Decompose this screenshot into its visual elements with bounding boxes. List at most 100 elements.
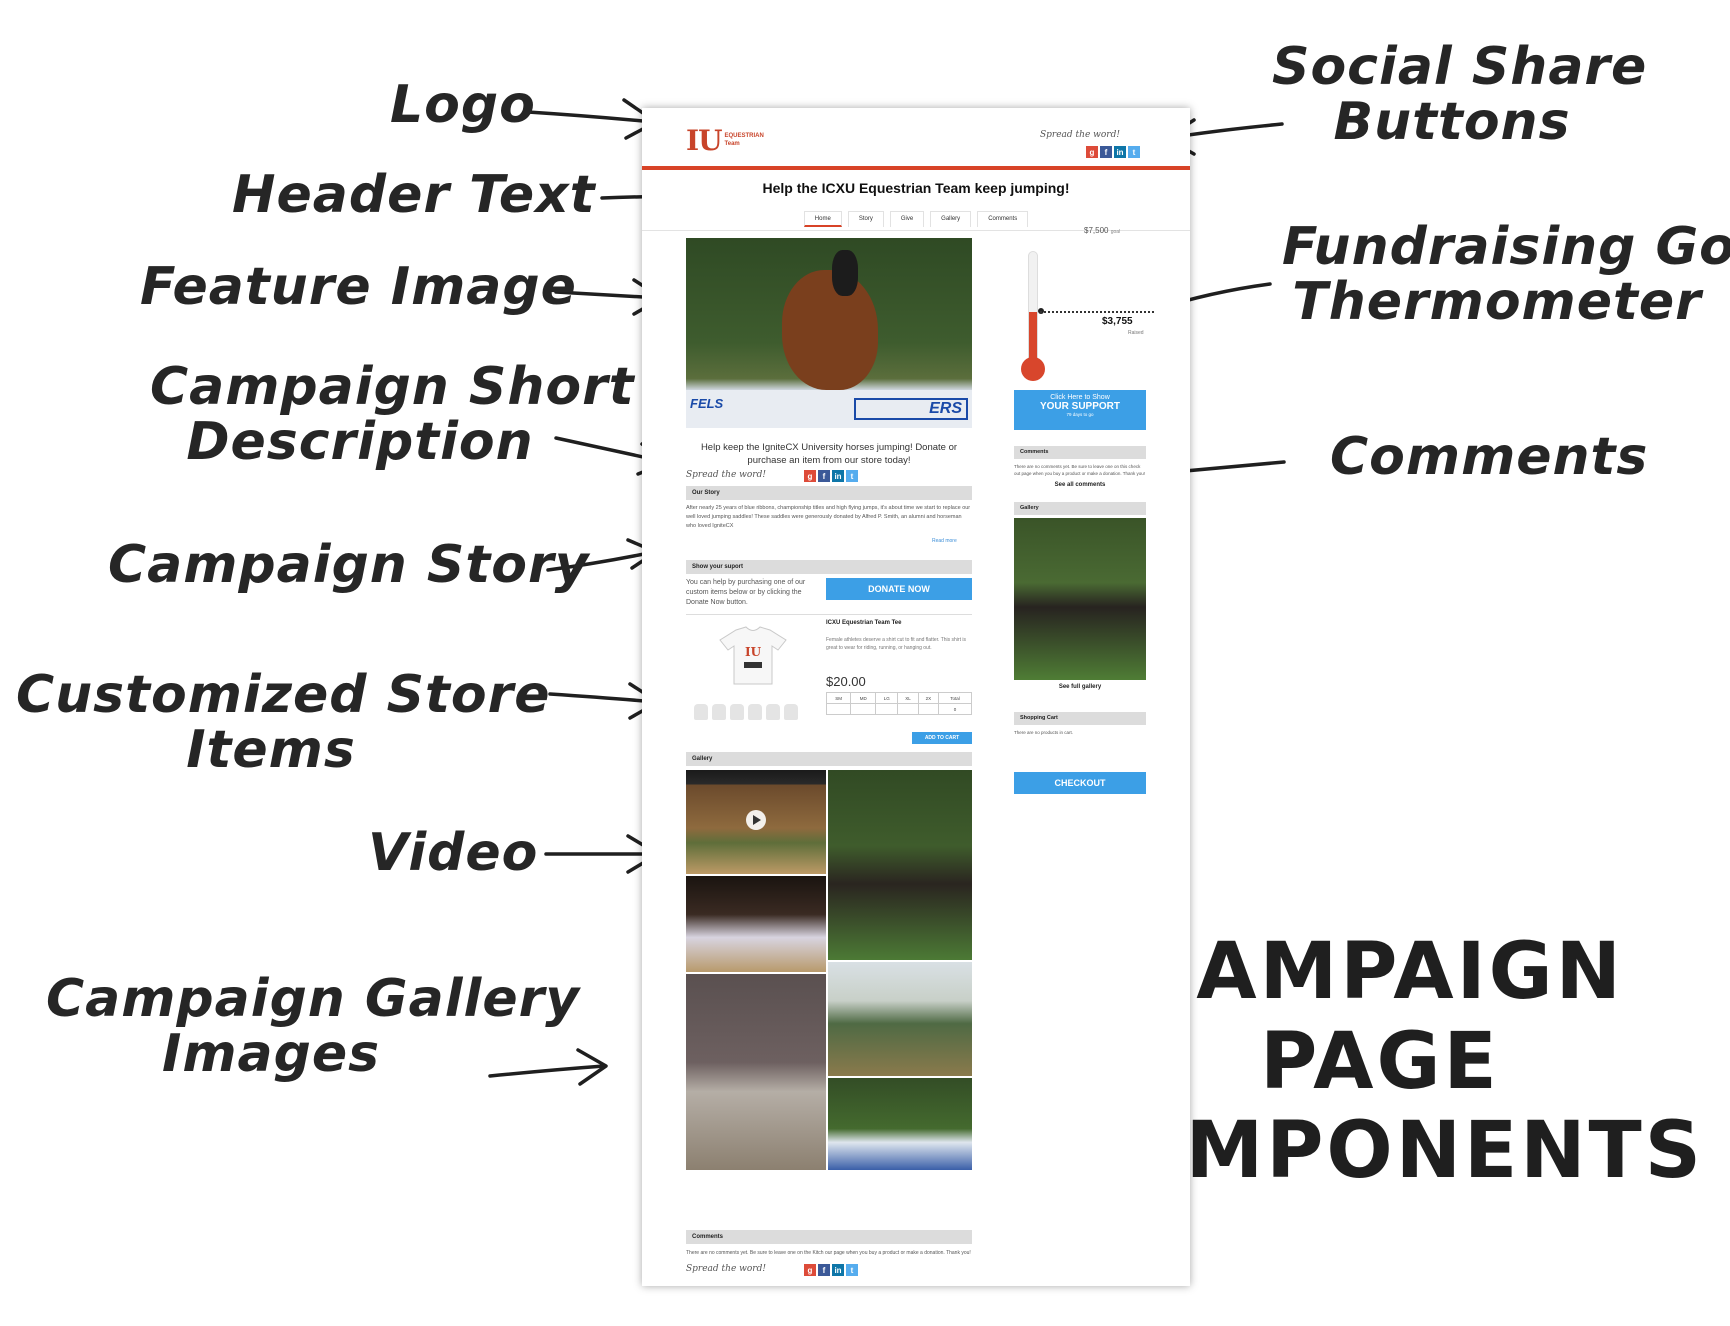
linkedin-icon[interactable]: in xyxy=(832,470,844,482)
google-plus-icon[interactable]: g xyxy=(1086,146,1098,158)
qty-input-sm[interactable] xyxy=(825,703,852,715)
annotation-store-items-line2: Items xyxy=(186,719,356,780)
goal-label: goal xyxy=(1110,229,1121,235)
footer-social-share: g f in t xyxy=(804,1264,858,1276)
show-support-line3: 79 days to go xyxy=(1066,412,1094,417)
header-accent-bar xyxy=(642,166,1190,170)
logo-mark: IU xyxy=(686,124,723,157)
annotation-goal-thermometer: Fundraising Goal Thermometer xyxy=(1282,220,1730,332)
tab-gallery[interactable]: Gallery xyxy=(930,211,972,227)
donate-now-button[interactable]: DONATE NOW xyxy=(826,578,972,600)
gallery-image[interactable] xyxy=(686,876,826,972)
arrow-logo xyxy=(526,98,658,140)
qty-input-md[interactable] xyxy=(850,703,877,715)
annotation-header-text: Header Text xyxy=(232,165,596,225)
qty-input-xl[interactable] xyxy=(897,703,919,715)
linkedin-icon[interactable]: in xyxy=(1114,146,1126,158)
see-full-gallery-link[interactable]: See full gallery xyxy=(1058,684,1102,690)
product-thumbnail[interactable] xyxy=(730,704,744,720)
twitter-icon[interactable]: t xyxy=(1128,146,1140,158)
size-label-lg: LG xyxy=(875,692,899,704)
product-shirt-text: IU xyxy=(745,645,762,659)
size-label-total: Total xyxy=(938,692,972,704)
size-table: SM MD LG XL 2X Total 0 xyxy=(825,692,972,715)
sidebar-gallery-header: Gallery xyxy=(1014,502,1146,515)
google-plus-icon[interactable]: g xyxy=(804,1264,816,1276)
comments-header: Comments xyxy=(686,1230,972,1244)
thermometer-bulb xyxy=(1021,357,1045,381)
tab-give[interactable]: Give xyxy=(889,211,925,227)
facebook-icon[interactable]: f xyxy=(818,470,830,482)
show-support-button[interactable]: Click Here to Show YOUR SUPPORT 79 days … xyxy=(1014,390,1146,430)
product-thumbnail[interactable] xyxy=(712,704,726,720)
arrow-gallery-images xyxy=(488,1048,608,1086)
gallery-image[interactable] xyxy=(686,974,826,1170)
show-support-line1: Click Here to Show xyxy=(1050,394,1110,401)
see-all-comments-link[interactable]: See all comments xyxy=(1054,482,1106,488)
annotation-social-share-line2: Buttons xyxy=(1333,91,1571,152)
footer-spread-the-word: Spread the word! xyxy=(686,1264,766,1274)
facebook-icon[interactable]: f xyxy=(818,1264,830,1276)
logo-subtitle-line1: EQUESTRIAN xyxy=(724,132,764,139)
nav-tabs: Home Story Give Gallery Comments xyxy=(642,211,1190,231)
annotation-gallery-images-line2: Images xyxy=(161,1023,381,1084)
gallery-image[interactable] xyxy=(828,770,972,960)
linkedin-icon[interactable]: in xyxy=(832,1264,844,1276)
support-header: Show your suport xyxy=(686,560,972,574)
annotation-store-items: Customized Store Items xyxy=(16,665,551,780)
gallery-image[interactable] xyxy=(828,962,972,1076)
logo-subtitle: EQUESTRIAN Team xyxy=(725,133,764,149)
feature-image: FELS ERS xyxy=(686,238,972,428)
header-social-share: g f in t xyxy=(1086,146,1140,158)
header-text: Help the ICXU Equestrian Team keep jumpi… xyxy=(762,180,1070,196)
product-thumbnail[interactable] xyxy=(766,704,780,720)
video-thumbnail[interactable] xyxy=(686,770,826,874)
product-thumbnail[interactable] xyxy=(748,704,762,720)
product-thumbnail[interactable] xyxy=(694,704,708,720)
sidebar-comments-header: Comments xyxy=(1014,446,1146,459)
tab-story[interactable]: Story xyxy=(847,211,884,227)
twitter-icon[interactable]: t xyxy=(846,1264,858,1276)
annotation-story: Campaign Story xyxy=(108,535,590,595)
annotation-store-items-line1: Customized Store xyxy=(16,665,551,725)
feature-fence xyxy=(686,390,972,428)
qty-input-2x[interactable] xyxy=(917,703,940,715)
logo-subtitle-line2: Team xyxy=(724,140,740,147)
qty-total: 0 xyxy=(938,703,972,715)
feature-rider xyxy=(832,250,858,296)
feature-sign-right: ERS xyxy=(854,398,968,420)
add-to-cart-button[interactable]: ADD TO CART xyxy=(912,732,972,744)
annotation-social-share: Social Share Buttons xyxy=(1272,37,1648,152)
annotation-social-share-line1: Social Share xyxy=(1272,37,1648,97)
tab-comments[interactable]: Comments xyxy=(977,211,1029,227)
play-icon[interactable] xyxy=(746,810,766,830)
size-label-xl: XL xyxy=(897,692,919,704)
annotation-short-description: Campaign Short Description xyxy=(150,360,634,469)
short-description: Help keep the IgniteCX University horses… xyxy=(700,442,958,467)
google-plus-icon[interactable]: g xyxy=(804,470,816,482)
body-spread-the-word: Spread the word! xyxy=(686,470,766,480)
annotation-goal-thermometer-line2: Thermometer xyxy=(1292,271,1702,332)
tab-home[interactable]: Home xyxy=(803,211,842,227)
sidebar-gallery-image[interactable] xyxy=(1014,518,1146,680)
logo[interactable]: IU EQUESTRIAN Team xyxy=(686,124,764,157)
page-heading-line1: CAMPAIGN PAGE xyxy=(1136,927,1624,1107)
gallery-image[interactable] xyxy=(828,1078,972,1170)
goal-value: $7,500 xyxy=(1084,226,1109,235)
annotation-feature-image: Feature Image xyxy=(140,257,577,317)
our-story-header: Our Story xyxy=(686,486,972,500)
annotation-logo: Logo xyxy=(390,75,536,135)
checkout-button[interactable]: CHECKOUT xyxy=(1014,772,1146,794)
facebook-icon[interactable]: f xyxy=(1100,146,1112,158)
product-image[interactable]: IU xyxy=(716,626,790,686)
qty-input-lg[interactable] xyxy=(875,703,899,715)
read-more-link[interactable]: Read more xyxy=(932,538,957,544)
show-support-line2: YOUR SUPPORT xyxy=(1039,401,1120,412)
body-social-share: g f in t xyxy=(804,470,858,482)
campaign-page: IU EQUESTRIAN Team Spread the word! g f … xyxy=(642,108,1190,1286)
product-description: Female athletes deserve a shirt cut to f… xyxy=(826,637,966,651)
twitter-icon[interactable]: t xyxy=(846,470,858,482)
product-thumbnail[interactable] xyxy=(784,704,798,720)
header-spread-the-word: Spread the word! xyxy=(1040,130,1120,140)
comments-text: There are no comments yet. Be sure to le… xyxy=(686,1250,971,1256)
